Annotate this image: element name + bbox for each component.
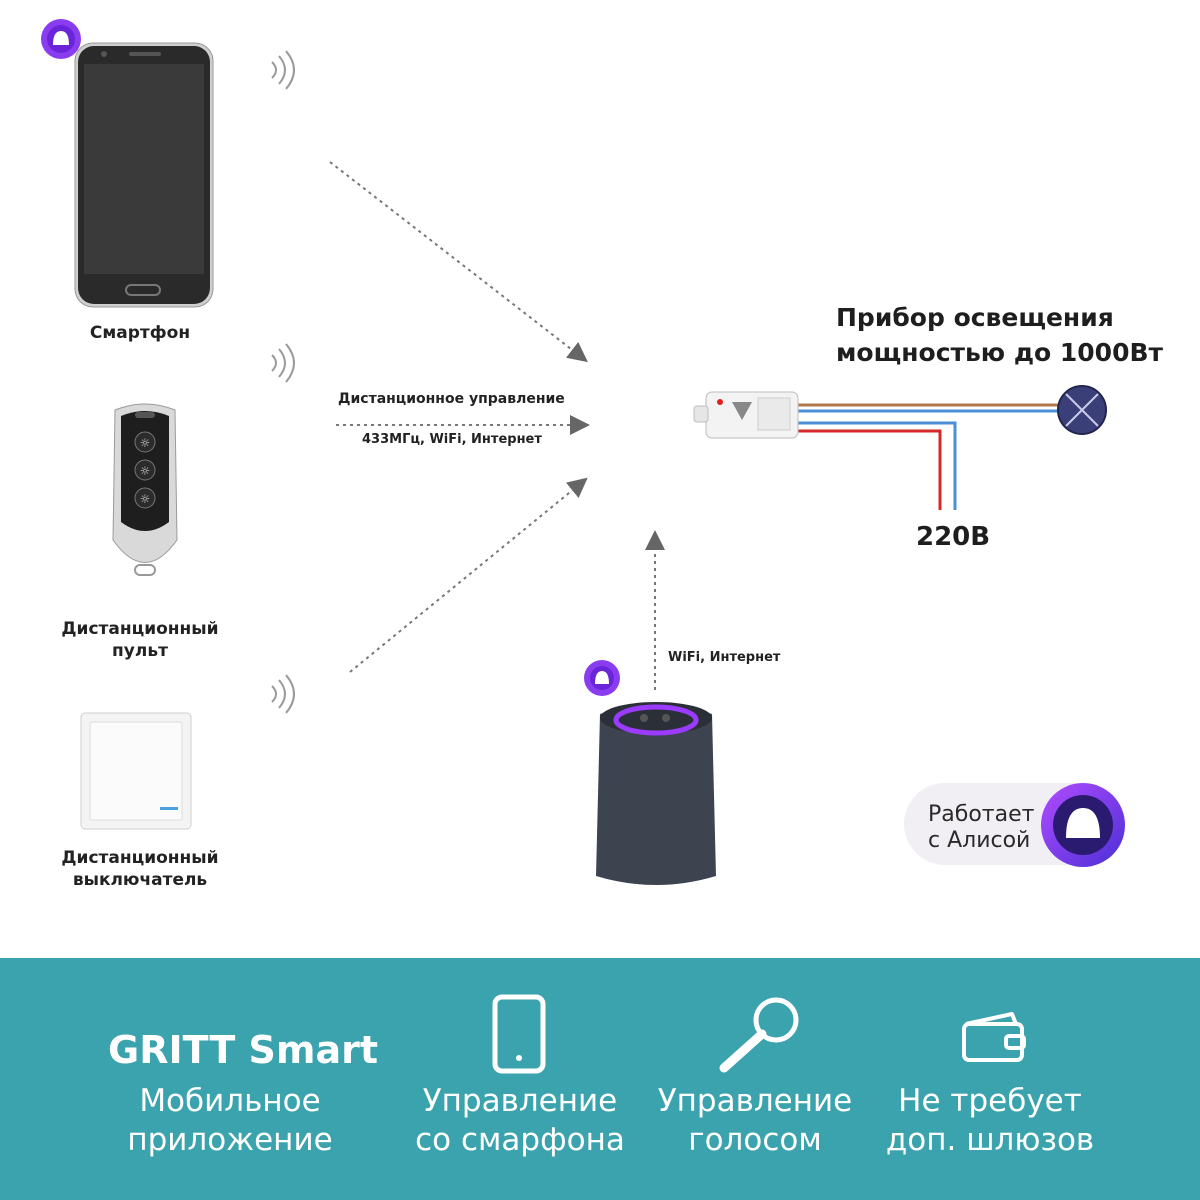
wifi-signal-icon <box>271 343 295 383</box>
control-link-label: Дистанционное управление <box>338 391 565 407</box>
smartphone-image <box>74 42 214 308</box>
smartphone-icon <box>492 994 546 1074</box>
feature-voice: Управление голосом <box>640 1082 870 1160</box>
alice-badge-line2: с Алисой <box>928 828 1031 853</box>
feature-app-line1: Мобильное <box>139 1083 321 1119</box>
smartphone-label: Смартфон <box>89 323 191 343</box>
lamp-title: Прибор освещения мощностью до 1000Вт <box>836 300 1163 370</box>
wifi-signal-icon <box>271 50 295 90</box>
feature-app-line2: приложение <box>127 1122 333 1158</box>
smart-speaker-image <box>596 702 716 885</box>
feature-smartphone: Управление со смарфона <box>400 1082 640 1160</box>
alice-badge-text: Работает с Алисой <box>928 802 1034 854</box>
remote-label-line2: пульт <box>112 641 168 661</box>
feature-smartphone-line1: Управление <box>422 1083 618 1119</box>
alice-badge-line1: Работает <box>928 802 1035 827</box>
feature-no-hub-line1: Не требует <box>898 1083 1082 1119</box>
feature-app: Мобильное приложение <box>100 1082 360 1160</box>
alice-icon <box>584 660 620 696</box>
remote-label: Дистанционный пульт <box>40 618 240 662</box>
wall-switch-label: Дистанционный выключатель <box>30 847 250 891</box>
svg-text:☼: ☼ <box>140 436 151 450</box>
feature-voice-line2: голосом <box>688 1122 822 1158</box>
connection-arrows <box>329 161 665 690</box>
speaker-link-label: WiFi, Интернет <box>668 650 781 665</box>
brand-name: GRITT Smart <box>108 1028 379 1072</box>
wifi-signal-icon <box>271 674 295 714</box>
lamp-title-line1: Прибор освещения <box>836 303 1114 332</box>
feature-no-hub-line2: доп. шлюзов <box>885 1122 1095 1158</box>
remote-label-line1: Дистанционный <box>61 619 219 639</box>
power-label: 220В <box>916 522 991 552</box>
feature-voice-line1: Управление <box>657 1083 853 1119</box>
feature-no-hub: Не требует доп. шлюзов <box>870 1082 1110 1160</box>
svg-text:☼: ☼ <box>140 464 151 478</box>
arrow-switch <box>349 477 588 673</box>
lamp-icon <box>1057 385 1107 435</box>
control-link-protocols: 433МГц, WiFi, Интернет <box>362 432 542 447</box>
remote-image: ☼ ☼ ☼ <box>112 403 178 576</box>
alice-icon <box>41 19 81 59</box>
relay-wiring <box>693 391 1060 510</box>
wall-switch-image <box>80 712 192 830</box>
wallet-icon <box>962 1012 1026 1062</box>
wall-switch-label-line2: выключатель <box>72 870 208 890</box>
alice-logo-icon <box>1041 783 1125 867</box>
feature-smartphone-line2: со смарфона <box>415 1122 625 1158</box>
arrow-smartphone <box>329 161 588 363</box>
lamp-title-line2: мощностью до 1000Вт <box>836 338 1164 367</box>
svg-text:☼: ☼ <box>140 492 151 506</box>
wall-switch-label-line1: Дистанционный <box>61 848 219 868</box>
feature-band <box>0 958 1200 1200</box>
microphone-icon <box>719 997 799 1073</box>
